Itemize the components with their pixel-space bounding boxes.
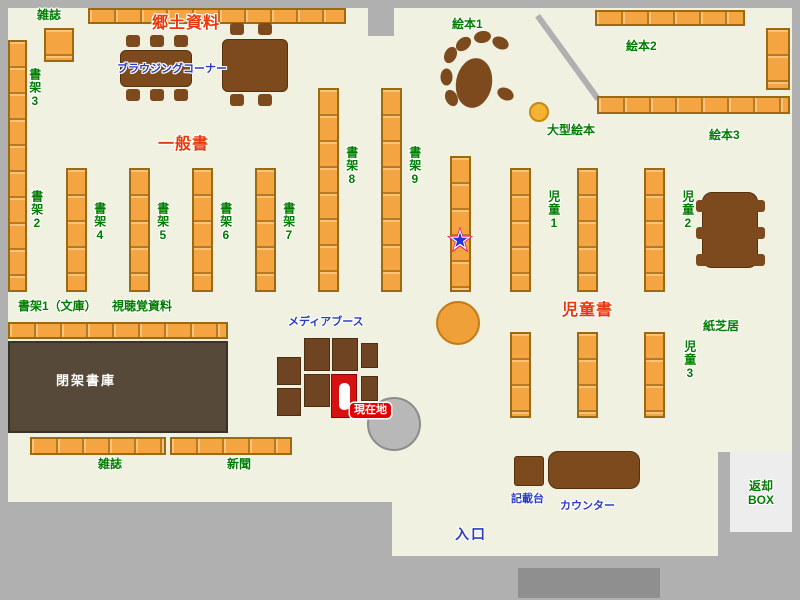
bookshelf-bunko-av	[8, 322, 228, 339]
label-shelf-3: 書架3	[27, 68, 42, 109]
chair	[126, 89, 140, 101]
media-booth-unit	[332, 338, 358, 371]
chair	[174, 35, 188, 47]
label-entrance: 入口	[455, 526, 487, 542]
bookshelf-wall-2-3	[8, 40, 27, 292]
label-picture-books-3: 絵本3	[709, 128, 740, 142]
bookshelf-8	[318, 88, 339, 292]
label-browsing-corner: ブラウジングコーナー	[117, 63, 227, 75]
bookshelf-children-2	[644, 168, 665, 292]
bookshelf-children-3	[644, 332, 665, 418]
story-corner-chair	[440, 68, 453, 86]
label-children-books: 児童書	[562, 302, 614, 319]
bookshelf-local-materials	[88, 8, 346, 24]
label-audio-visual: 視聴覚資料	[112, 299, 173, 313]
wall-bottom-strip	[0, 556, 800, 600]
large-picture-books-stand	[529, 102, 549, 122]
label-writing-desk: 記載台	[511, 493, 544, 505]
label-closed-stacks: 閉架書庫	[56, 373, 117, 388]
label-shelf-5: 書架5	[155, 202, 170, 243]
label-return-box-line1: 返却	[748, 479, 773, 494]
bookshelf-newspapers	[170, 437, 292, 455]
label-shelf-4: 書架4	[92, 202, 107, 243]
chair	[696, 254, 710, 266]
chair	[150, 35, 164, 47]
browsing-table-1	[120, 50, 192, 87]
bookshelf-picture-books-2	[595, 10, 745, 26]
media-booth-unit	[304, 374, 330, 407]
bookshelf-9	[381, 88, 402, 292]
label-magazines-bottom: 雑誌	[98, 457, 123, 471]
media-booth-unit	[277, 388, 301, 416]
wall-top-protrusion	[368, 8, 394, 36]
chair	[258, 94, 272, 106]
chair	[258, 23, 272, 35]
bookshelf-picture-books-3	[597, 96, 790, 114]
label-shelf-1-bunko: 書架1（文庫）	[18, 299, 97, 313]
bookshelf-magazines-bottom	[30, 437, 166, 455]
label-picture-books-2: 絵本2	[626, 39, 657, 53]
label-picture-books-1: 絵本1	[452, 17, 483, 31]
bookshelf-center	[450, 156, 471, 292]
chair	[150, 89, 164, 101]
label-shelf-9: 書架9	[407, 146, 422, 187]
pillar-orange	[436, 301, 480, 345]
bookshelf-6	[192, 168, 213, 292]
chair	[751, 227, 765, 239]
bookshelf-children-low-2	[577, 332, 598, 418]
media-booth-unit	[361, 343, 378, 368]
media-booth-unit	[304, 338, 330, 371]
label-newspapers: 新聞	[227, 457, 252, 471]
chair	[751, 200, 765, 212]
label-shelf-8: 書架8	[344, 146, 359, 187]
closed-stacks-room	[8, 341, 228, 433]
bookshelf-children-1	[510, 168, 531, 292]
label-kamishibai: 紙芝居	[703, 319, 740, 333]
chair	[696, 200, 710, 212]
wall-alcove-bottom	[730, 532, 792, 556]
chair	[230, 94, 244, 106]
chair	[751, 254, 765, 266]
label-shelf-2: 書架2	[29, 190, 44, 231]
current-location-badge: 現在地	[350, 403, 391, 418]
label-magazines-top: 雑誌	[37, 8, 62, 22]
counter-desk	[548, 451, 640, 489]
writing-desk	[514, 456, 544, 486]
label-shelf-6: 書架6	[218, 202, 233, 243]
bookshelf-7	[255, 168, 276, 292]
bookshelf-4	[66, 168, 87, 292]
bookshelf-magazines-top	[44, 28, 74, 62]
label-children-2: 児童2	[680, 190, 695, 231]
bookshelf-children-mid	[577, 168, 598, 292]
label-large-picture-books: 大型絵本	[547, 123, 596, 137]
current-position-star-icon	[446, 226, 474, 254]
media-booth-unit	[277, 357, 301, 385]
label-general-books: 一般書	[158, 136, 210, 153]
browsing-table-2	[222, 39, 288, 92]
children-reading-table	[702, 192, 758, 268]
label-children-1: 児童1	[546, 190, 561, 231]
label-return-box: 返却 BOX	[730, 474, 792, 514]
label-return-box-line2: BOX	[747, 493, 774, 507]
chair	[174, 89, 188, 101]
label-media-booth: メディアブース	[288, 316, 364, 328]
label-shelf-7: 書架7	[281, 202, 296, 243]
entrance-mat	[518, 568, 660, 598]
wall-alcove-left	[718, 452, 730, 556]
chair	[696, 227, 710, 239]
label-counter: カウンター	[560, 500, 615, 512]
chair	[230, 23, 244, 35]
label-local-materials: 郷土資料	[152, 15, 221, 32]
bookshelf-children-low-1	[510, 332, 531, 418]
label-children-3: 児童3	[682, 340, 697, 381]
current-booth-seat	[339, 383, 350, 410]
bookshelf-right-corner	[766, 28, 790, 90]
wall-bottom-left-block	[8, 502, 392, 556]
media-booth-unit	[361, 376, 378, 401]
bookshelf-5	[129, 168, 150, 292]
return-box-alcove	[730, 452, 792, 532]
chair	[126, 35, 140, 47]
